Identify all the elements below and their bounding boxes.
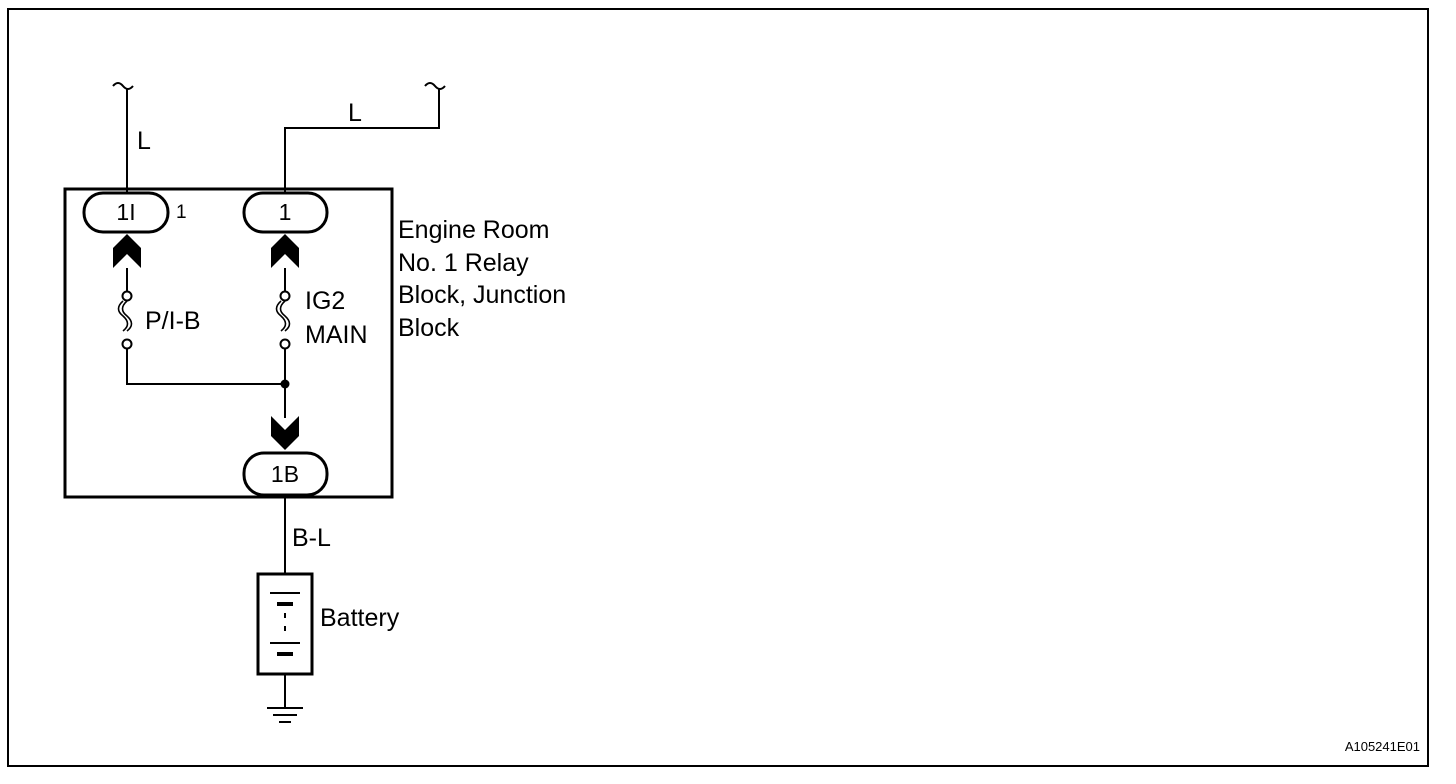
diagram-frame [7, 8, 1429, 767]
relay-block-label-line2: No. 1 Relay [398, 249, 529, 277]
fuse-left-terminal-bottom [121, 338, 133, 350]
wire-left-bus [126, 349, 285, 385]
fuse-right-icon [275, 300, 291, 332]
fuse-right-label-line2: MAIN [305, 321, 368, 349]
fuse-right-terminal-bottom [279, 338, 291, 350]
battery-box [256, 572, 314, 676]
junction-dot [280, 379, 290, 389]
wire-break-left [112, 82, 134, 90]
terminal-arrow-left [113, 234, 141, 268]
connector-1I-pin: 1 [176, 202, 187, 223]
connector-1B [242, 451, 329, 497]
wire-label-battery: B-L [292, 524, 331, 552]
relay-block-label-line4: Block [398, 314, 460, 342]
connector-1B-label: 1B [271, 461, 299, 487]
fuse-left-label: P/I-B [145, 307, 201, 335]
wire-break-right [424, 82, 446, 90]
battery-label: Battery [320, 604, 400, 632]
relay-block-label-line1: Engine Room [398, 216, 549, 244]
figure-id: A105241E01 [1345, 739, 1420, 754]
wire-label-left: L [137, 127, 151, 155]
fuse-right-terminal-top [279, 290, 291, 302]
connector-1-label: 1 [279, 199, 292, 225]
fuse-left-terminal-top [121, 290, 133, 302]
fuse-left-icon [117, 300, 133, 332]
relay-block-label-line3: Block, Junction [398, 281, 566, 309]
connector-1I [82, 191, 170, 234]
terminal-arrow-right [271, 234, 299, 268]
fuse-right-label-line1: IG2 [305, 287, 345, 315]
relay-block-box [63, 187, 394, 499]
connector-1I-label: 1I [116, 199, 135, 225]
terminal-arrow-down [271, 416, 299, 450]
connector-1 [242, 191, 329, 234]
wire-right-top [284, 89, 440, 193]
wire-label-right: L [348, 99, 362, 127]
